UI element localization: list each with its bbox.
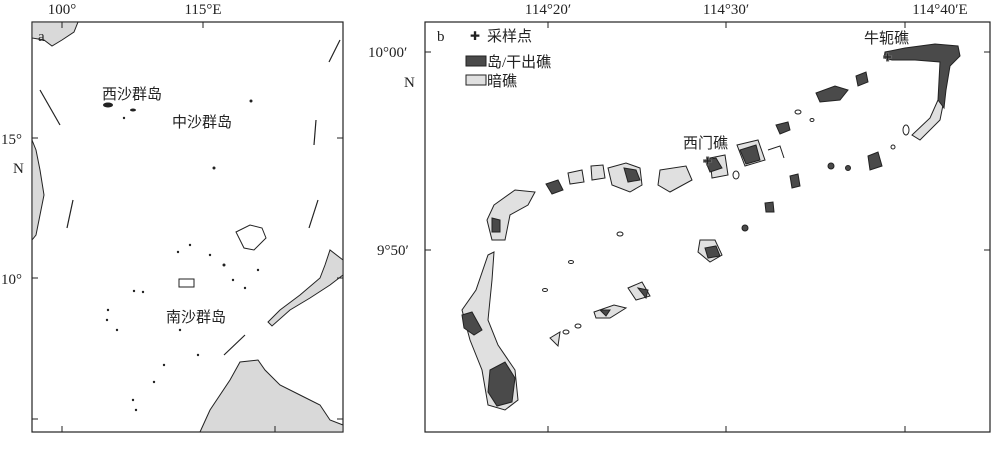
- island: [867, 151, 883, 171]
- land-mainland-north: [31, 21, 79, 47]
- reef-outline: [235, 224, 267, 251]
- islands-drying-reefs: [461, 43, 961, 407]
- island: [845, 165, 851, 171]
- island: [545, 179, 564, 195]
- sample-point-icon: ✚: [883, 52, 892, 64]
- panel-b-map: 114°20′ 114°30′ 114°40′E 10°00′ N 9°50′ …: [368, 2, 991, 433]
- island: [704, 157, 723, 173]
- panel-a-ticks: [32, 22, 343, 432]
- island: [827, 162, 835, 170]
- study-area-box: [178, 278, 195, 288]
- place-nansha: 南沙群岛: [166, 309, 226, 326]
- tick-label-114-40e: 114°40′E: [912, 2, 967, 18]
- sample-point-icon: ✚: [470, 29, 480, 43]
- island: [704, 245, 721, 259]
- place-ximen-jiao: 西门礁: [683, 135, 728, 152]
- island: [487, 361, 516, 407]
- island: [461, 311, 483, 336]
- land-indochina: [31, 139, 45, 242]
- land-borneo: [199, 359, 344, 433]
- island: [623, 167, 641, 183]
- tick-label-10: 10°: [1, 272, 22, 288]
- tick-label-10-00: 10°00′: [368, 45, 407, 61]
- land-palawan: [267, 249, 344, 327]
- place-niue-jiao: 牛轭礁: [864, 30, 909, 47]
- small-reefs: [542, 109, 910, 335]
- place-zhongsha: 中沙群岛: [172, 114, 232, 131]
- legend-reef: 暗礁: [487, 73, 517, 90]
- sample-point-icon: ✚: [703, 156, 712, 168]
- panel-b-frame: [424, 21, 991, 433]
- island: [775, 121, 791, 135]
- panel-a-label: a: [38, 29, 45, 45]
- axis-letter-n: N: [13, 161, 24, 177]
- legend-reef-swatch: [465, 74, 487, 86]
- island: [739, 144, 761, 165]
- panel-a-map: a 100° 115°E 15° N 10° 西沙群岛 中沙群岛 南沙群岛: [1, 2, 344, 433]
- island: [491, 217, 501, 233]
- island: [636, 287, 649, 300]
- reef-niue-jiao: [883, 43, 961, 110]
- reef: [549, 331, 561, 348]
- place-xisha: 西沙群岛: [102, 86, 162, 103]
- axis-letter-n-b: N: [404, 75, 415, 91]
- tick-label-115e: 115°E: [184, 2, 221, 18]
- legend-island: 岛/干出礁: [487, 54, 551, 71]
- panel-a-frame: [31, 21, 344, 433]
- panel-b-label: b: [437, 29, 445, 45]
- panel-b-ticks: [425, 22, 990, 432]
- island: [815, 85, 849, 103]
- tick-label-9-50: 9°50′: [377, 243, 409, 259]
- legend-island-swatch: [465, 55, 487, 67]
- islands-dots: [103, 99, 260, 412]
- tick-label-114-30: 114°30′: [703, 2, 749, 18]
- tick-label-100: 100°: [48, 2, 77, 18]
- island: [741, 224, 749, 232]
- boundary-lines: [39, 39, 341, 356]
- legend-sample-point: 采样点: [487, 28, 532, 45]
- sample-points: ✚ ✚: [703, 52, 893, 169]
- tick-label-114-20: 114°20′: [525, 2, 571, 18]
- island: [598, 309, 611, 317]
- reef: [657, 165, 693, 193]
- island: [764, 201, 775, 213]
- island: [789, 173, 801, 189]
- reef: [590, 164, 606, 181]
- legend: ✚ 采样点 岛/干出礁 暗礁: [465, 28, 551, 90]
- tick-label-15: 15°: [1, 132, 22, 148]
- reef: [593, 304, 628, 319]
- island: [855, 71, 869, 87]
- reef: [567, 169, 585, 185]
